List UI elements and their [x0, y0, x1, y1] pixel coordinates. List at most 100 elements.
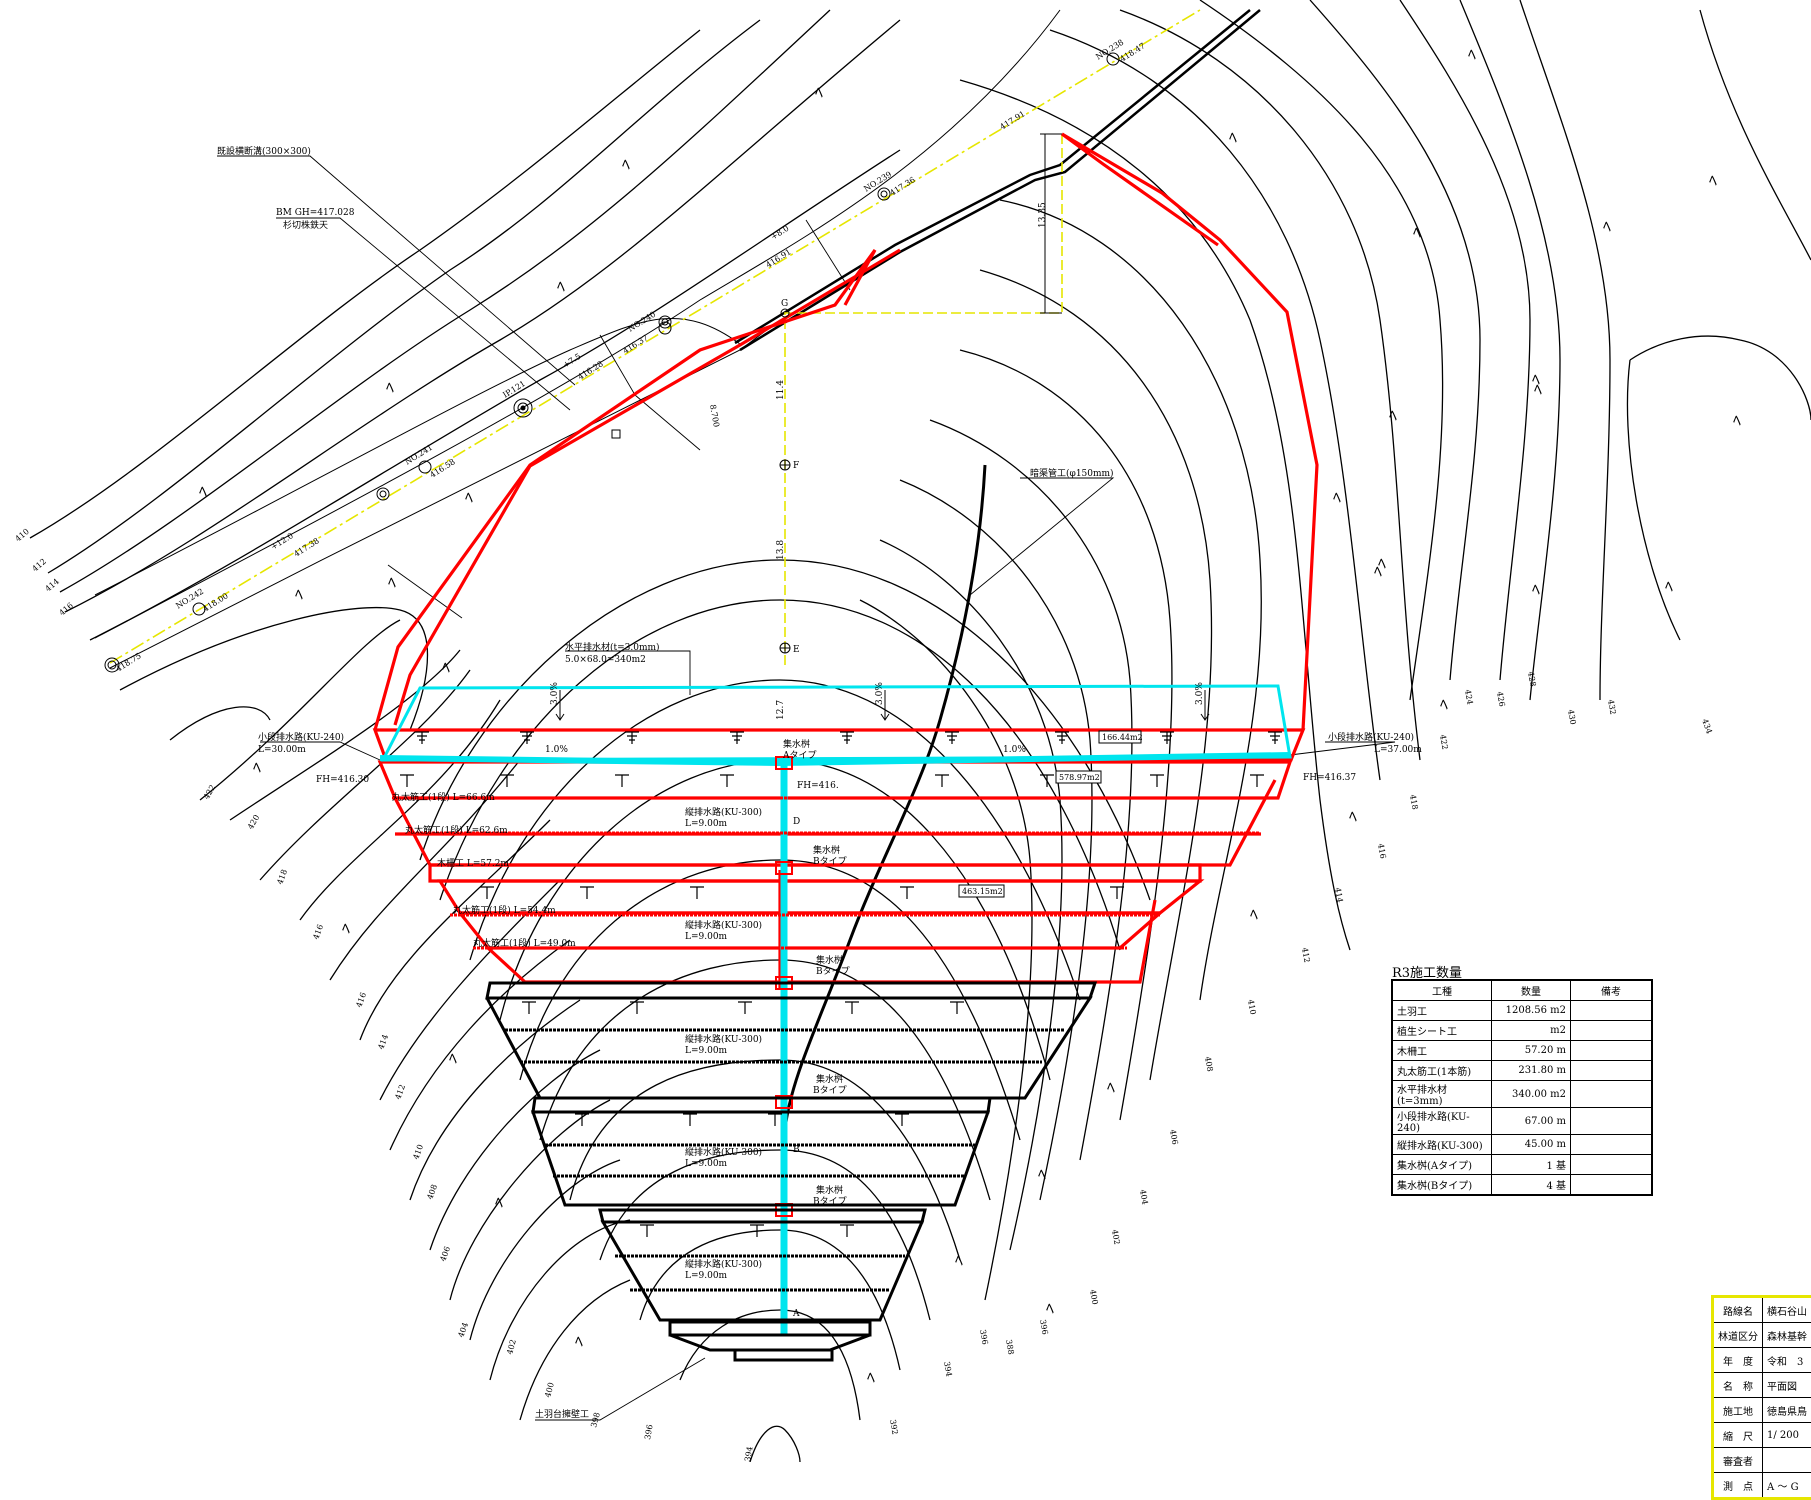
- small-drain-left-length: L=30.00m: [258, 745, 306, 755]
- vertical-drain-label: 縦排水路(KU-300): [685, 1258, 762, 1270]
- title-key: 年 度: [1713, 1348, 1763, 1373]
- row-note: [1571, 1021, 1653, 1041]
- row-note: [1571, 1041, 1653, 1061]
- contour-number: 412: [393, 1083, 407, 1100]
- catch-basin-type: Bタイプ: [813, 1196, 847, 1207]
- vegetation-symbol: ﾍ: [622, 155, 630, 174]
- grade-label: 3.0%: [875, 682, 885, 705]
- point-g-label: G: [781, 299, 788, 309]
- vegetation-symbol: ﾍ: [253, 758, 261, 777]
- log-work-label: 丸太筋工(1段) L=66.6m: [392, 791, 495, 803]
- title-value: [1763, 1448, 1811, 1473]
- contour-number: 396: [1038, 1319, 1050, 1336]
- vertical-drain-length: L=9.00m: [685, 1046, 728, 1056]
- contour-number: 418: [1408, 794, 1420, 811]
- row-item: 小段排水路(KU-240): [1392, 1108, 1492, 1135]
- vegetation-symbol: ﾍ: [1229, 128, 1237, 147]
- vegetation-symbol: ﾍ: [465, 488, 473, 507]
- row-item: 植生シート工: [1392, 1021, 1492, 1041]
- marker-row-5: [575, 1114, 909, 1126]
- contour-number: 416: [1376, 843, 1388, 860]
- marker-row-3: [480, 887, 1124, 899]
- contour-number: 402: [505, 1338, 518, 1355]
- contour-number: 396: [978, 1329, 990, 1346]
- row-item: 集水桝(Bタイプ): [1392, 1175, 1492, 1196]
- bm-mark: [612, 430, 620, 438]
- small-drain-right-length: L=37.00m: [1374, 745, 1422, 755]
- title-value: 森林基幹: [1763, 1323, 1811, 1348]
- table-row: 小段排水路(KU-240)67.00 m: [1392, 1108, 1652, 1135]
- station-height: 418.00: [201, 591, 230, 613]
- row-qty: 1208.56 m2: [1492, 1001, 1571, 1021]
- contour-number: 422: [1438, 734, 1450, 751]
- title-block-row: 施工地徳島県鳥: [1713, 1398, 1811, 1423]
- vegetation-symbol: ﾍ: [557, 277, 565, 296]
- grade-label: 3.0%: [1195, 682, 1205, 705]
- header-qty: 数量: [1492, 980, 1571, 1001]
- contour-number: 426: [1495, 691, 1507, 708]
- contour-number: 404: [456, 1321, 470, 1338]
- header-item: 工種: [1392, 980, 1492, 1001]
- contour-number: 410: [1246, 999, 1258, 1016]
- row-item: 土羽工: [1392, 1001, 1492, 1021]
- station-height: 418.75: [114, 651, 143, 673]
- vegetation-symbol: ﾍ: [1250, 905, 1258, 924]
- dim-138: 13.8: [776, 540, 786, 560]
- small-drain-left-label: 小段排水路(KU-240): [258, 731, 344, 743]
- catch-basin-label: 集水桝: [783, 738, 810, 750]
- contour-number: 424: [1463, 689, 1475, 706]
- contour-number: 420: [246, 813, 261, 831]
- title-key: 審査者: [1713, 1448, 1763, 1473]
- title-block-row: 年 度令和 3: [1713, 1348, 1811, 1373]
- fh-right-label: FH=416.37: [1303, 773, 1356, 783]
- catch-basin-type: Bタイプ: [813, 856, 847, 867]
- row-item: 縦排水路(KU-300): [1392, 1135, 1492, 1155]
- table-row: 丸太筋工(1本筋)231.80 m: [1392, 1061, 1652, 1081]
- catch-basin-label: 集水桝: [816, 954, 843, 966]
- vertical-drain-label: 縦排水路(KU-300): [685, 919, 762, 931]
- vegetation-symbol: ﾍ: [1046, 1299, 1054, 1318]
- vertical-drain-length: L=9.00m: [685, 932, 728, 942]
- vegetation-symbol: ﾍ: [1665, 577, 1673, 596]
- row-note: [1571, 1061, 1653, 1081]
- vertical-drain-label: 縦排水路(KU-300): [685, 806, 762, 818]
- station-height: 416.37: [621, 333, 650, 355]
- retaining-wall-label: 土羽台擁壁工: [535, 1408, 589, 1420]
- contour-number: 416: [311, 923, 325, 940]
- vegetation-symbol: ﾍ: [495, 1193, 503, 1212]
- vegetation-symbol: ﾍ: [867, 1368, 875, 1387]
- log-work-label: 丸太筋工(1段) L=54.4m: [453, 904, 556, 916]
- row-item: 丸太筋工(1本筋): [1392, 1061, 1492, 1081]
- contour-number: 416: [58, 601, 75, 618]
- offset-label: 8.700: [708, 404, 721, 428]
- grade-label: 3.0%: [550, 682, 560, 705]
- contour-number: 418: [275, 868, 289, 885]
- title-key: 測 点: [1713, 1473, 1763, 1499]
- vegetation-symbol: ﾍ: [342, 919, 350, 938]
- table-row: 水平排水材(t=3mm)340.00 m2: [1392, 1081, 1652, 1108]
- row-qty: 340.00 m2: [1492, 1081, 1571, 1108]
- offset-label: 416.28: [576, 359, 605, 381]
- table-row: 集水桝(Bタイプ)4 基: [1392, 1175, 1652, 1196]
- title-block: 路線名横石谷山 林道区分森林基幹 年 度令和 3 名 称平面図 施工地徳島県鳥 …: [1711, 1295, 1811, 1500]
- row-qty: 1 基: [1492, 1155, 1571, 1175]
- contour-number: 408: [1203, 1056, 1215, 1073]
- point-b-label: B: [793, 1145, 800, 1155]
- log-work-label: 丸太筋工(1段) L=62.6m: [405, 824, 508, 836]
- survey-line: [785, 134, 1062, 665]
- point-d-label: D: [793, 817, 800, 827]
- vertical-drain-label: 縦排水路(KU-300): [685, 1146, 762, 1158]
- table-row: 集水桝(Aタイプ)1 基: [1392, 1155, 1652, 1175]
- offset-label: +12.0: [269, 531, 295, 552]
- contour-number: 408: [425, 1183, 439, 1200]
- contour-number: 434: [1700, 718, 1714, 735]
- vegetation-symbol: ﾍ: [955, 1251, 963, 1270]
- row-note: [1571, 1108, 1653, 1135]
- site-plan-drawing: 410 412 414 416 420 422 416 418 416 414 …: [0, 0, 1811, 1462]
- fence-label: 木柵工 L=57.2m: [437, 857, 509, 869]
- title-block-row: 名 称平面図: [1713, 1373, 1811, 1398]
